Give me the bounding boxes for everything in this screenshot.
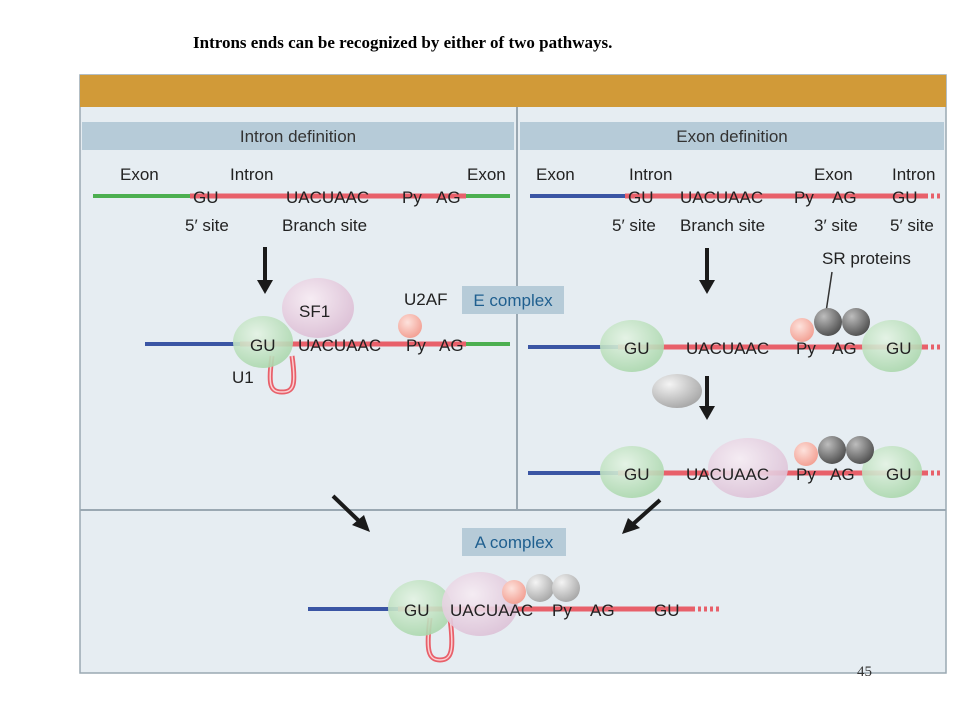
seq-py-r: Py bbox=[794, 188, 814, 207]
seq-branch-e: UACUAAC bbox=[298, 336, 381, 355]
label-exon-right: Exon bbox=[467, 165, 506, 184]
u2af-particle-a bbox=[502, 580, 526, 604]
seq-branch: UACUAAC bbox=[286, 188, 369, 207]
u2af-particle-r2 bbox=[790, 318, 814, 342]
u2af-particle bbox=[398, 314, 422, 338]
arrow-head-right-1 bbox=[699, 280, 715, 294]
sf1-particle bbox=[282, 278, 354, 338]
seq-py-e: Py bbox=[406, 336, 426, 355]
label-u1: U1 bbox=[232, 368, 254, 387]
label-3-site-r: 3′ site bbox=[814, 216, 858, 235]
seq-branch-r2: UACUAAC bbox=[686, 339, 769, 358]
e-complex-box bbox=[462, 286, 564, 314]
seq-gu-a: GU bbox=[404, 601, 430, 620]
seq-ag-e: AG bbox=[439, 336, 464, 355]
seq-branch-a: UACUAAC bbox=[450, 601, 533, 620]
u2-particle-a bbox=[442, 572, 518, 636]
u1-particle-r3 bbox=[600, 446, 664, 498]
page-number: 45 bbox=[857, 664, 872, 680]
sr-proteins-pointer bbox=[825, 271, 833, 313]
arrow-head-diag-right bbox=[622, 518, 640, 534]
seq-py: Py bbox=[402, 188, 422, 207]
seq-py-r3: Py bbox=[796, 465, 816, 484]
u1-particle-r3b bbox=[862, 446, 922, 498]
a-complex-box bbox=[462, 528, 566, 556]
u2-particle-r3 bbox=[708, 438, 788, 498]
sr-protein-1-r3 bbox=[818, 436, 846, 464]
incoming-snrnp-particle bbox=[652, 374, 702, 408]
exon-definition-header-strip bbox=[520, 122, 944, 150]
u1-particle-r2b bbox=[862, 320, 922, 372]
sr-protein-2-a bbox=[552, 574, 580, 602]
u1-particle-r2 bbox=[600, 320, 664, 372]
seq-gu2-r: GU bbox=[892, 188, 918, 207]
label-intron: Intron bbox=[230, 165, 273, 184]
label-exon-left-r: Exon bbox=[536, 165, 575, 184]
seq-ag-r: AG bbox=[832, 188, 857, 207]
label-5-site-2-r: 5′ site bbox=[890, 216, 934, 235]
seq-ag: AG bbox=[436, 188, 461, 207]
arrow-head-left bbox=[257, 280, 273, 294]
seq-gu-r2: GU bbox=[624, 339, 650, 358]
arrow-head-diag-left bbox=[352, 515, 370, 532]
label-branch-site-r: Branch site bbox=[680, 216, 765, 235]
u1-particle-a bbox=[388, 580, 452, 636]
seq-gu2-a: GU bbox=[654, 601, 680, 620]
a-complex-label: A complex bbox=[475, 533, 554, 552]
u2af-particle-r3 bbox=[794, 442, 818, 466]
sr-protein-2-r3 bbox=[846, 436, 874, 464]
seq-py-a: Py bbox=[552, 601, 572, 620]
figure-frame bbox=[79, 74, 947, 674]
label-exon-left: Exon bbox=[120, 165, 159, 184]
arrow-head-right-2 bbox=[699, 406, 715, 420]
label-intron-right-r: Intron bbox=[892, 165, 935, 184]
sr-protein-1-r2 bbox=[814, 308, 842, 336]
e-complex-label: E complex bbox=[473, 291, 553, 310]
exon-definition-header: Exon definition bbox=[676, 127, 788, 146]
seq-gu2-r2: GU bbox=[886, 339, 912, 358]
label-5-site: 5′ site bbox=[185, 216, 229, 235]
label-branch-site: Branch site bbox=[282, 216, 367, 235]
seq-gu2-r3: GU bbox=[886, 465, 912, 484]
intron-definition-header: Intron definition bbox=[240, 127, 356, 146]
seq-ag-r2: AG bbox=[832, 339, 857, 358]
sr-protein-2-r2 bbox=[842, 308, 870, 336]
label-u2af: U2AF bbox=[404, 290, 447, 309]
seq-gu-e: GU bbox=[250, 336, 276, 355]
seq-gu-r: GU bbox=[628, 188, 654, 207]
arrow-diag-right bbox=[630, 498, 662, 527]
label-5-site-r: 5′ site bbox=[612, 216, 656, 235]
u1-particle bbox=[233, 316, 293, 368]
seq-ag-r3: AG bbox=[830, 465, 855, 484]
seq-ag-a: AG bbox=[590, 601, 615, 620]
seq-branch-r: UACUAAC bbox=[680, 188, 763, 207]
seq-py-r2: Py bbox=[796, 339, 816, 358]
label-exon-mid-r: Exon bbox=[814, 165, 853, 184]
label-sr-proteins: SR proteins bbox=[822, 249, 911, 268]
intron-definition-header-strip bbox=[82, 122, 514, 150]
seq-branch-r3: UACUAAC bbox=[686, 465, 769, 484]
seq-gu: GU bbox=[193, 188, 219, 207]
figure-header-bar bbox=[80, 75, 946, 107]
label-intron-left-r: Intron bbox=[629, 165, 672, 184]
arrow-diag-left bbox=[331, 494, 362, 524]
sr-protein-1-a bbox=[526, 574, 554, 602]
slide-title: Introns ends can be recognized by either… bbox=[193, 33, 613, 52]
label-sf1: SF1 bbox=[299, 302, 330, 321]
seq-gu-r3: GU bbox=[624, 465, 650, 484]
